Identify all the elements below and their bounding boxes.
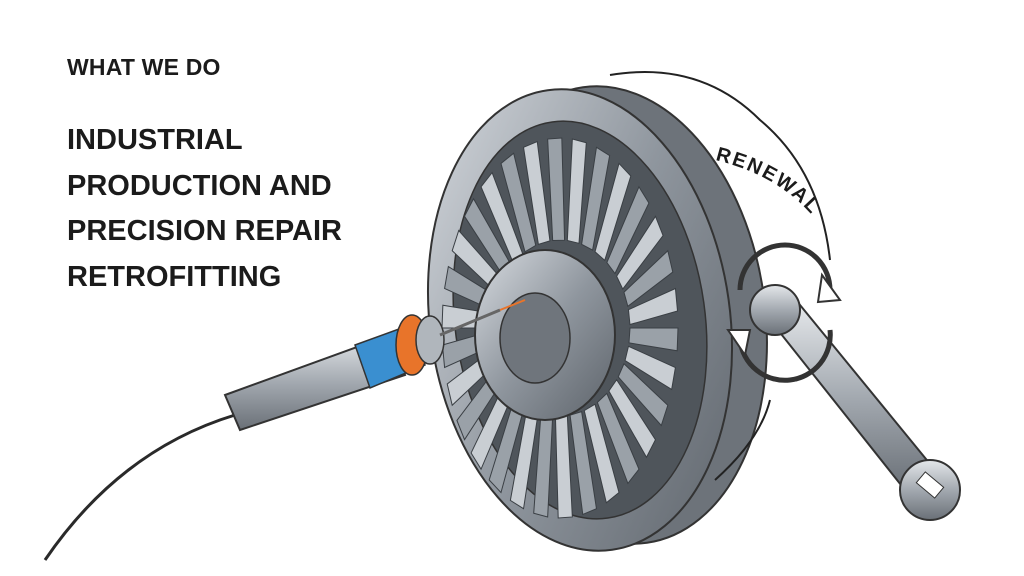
turbine-wheel (426, 85, 768, 552)
turbine-blade (522, 140, 551, 245)
refresh-arrows-icon (726, 242, 842, 383)
turbine-blade (627, 287, 679, 326)
turbine-blade (581, 146, 611, 251)
turbine-blade (569, 411, 598, 516)
cable (43, 413, 236, 561)
turbine-blade (594, 162, 632, 262)
turbine-blade (500, 152, 537, 253)
headline-line: RETROFITTING (67, 260, 282, 293)
section-eyebrow: WHAT WE DO (67, 54, 221, 80)
turbine-blade (616, 215, 664, 291)
turbine-blade (608, 378, 657, 459)
turbine-blade (583, 403, 620, 504)
turbine-blade (596, 392, 640, 485)
turbine-blade (628, 327, 679, 352)
wrench-icon (749, 284, 961, 521)
turbine-blade (566, 138, 587, 244)
headline-line: PRODUCTION AND (67, 169, 332, 202)
turbine-blade (547, 137, 566, 241)
turbine-blade (617, 362, 669, 427)
turbine-blade (623, 249, 674, 308)
turbine-blade (606, 185, 650, 275)
headline-line: PRECISION REPAIR (67, 215, 343, 247)
headline-line: INDUSTRIAL (67, 124, 243, 156)
turbine-blade (624, 345, 676, 391)
hero-headline: INDUSTRIAL PRODUCTION AND PRECISION REPA… (67, 118, 342, 300)
renewal-arc (609, 71, 831, 261)
repair-tool (223, 299, 526, 432)
